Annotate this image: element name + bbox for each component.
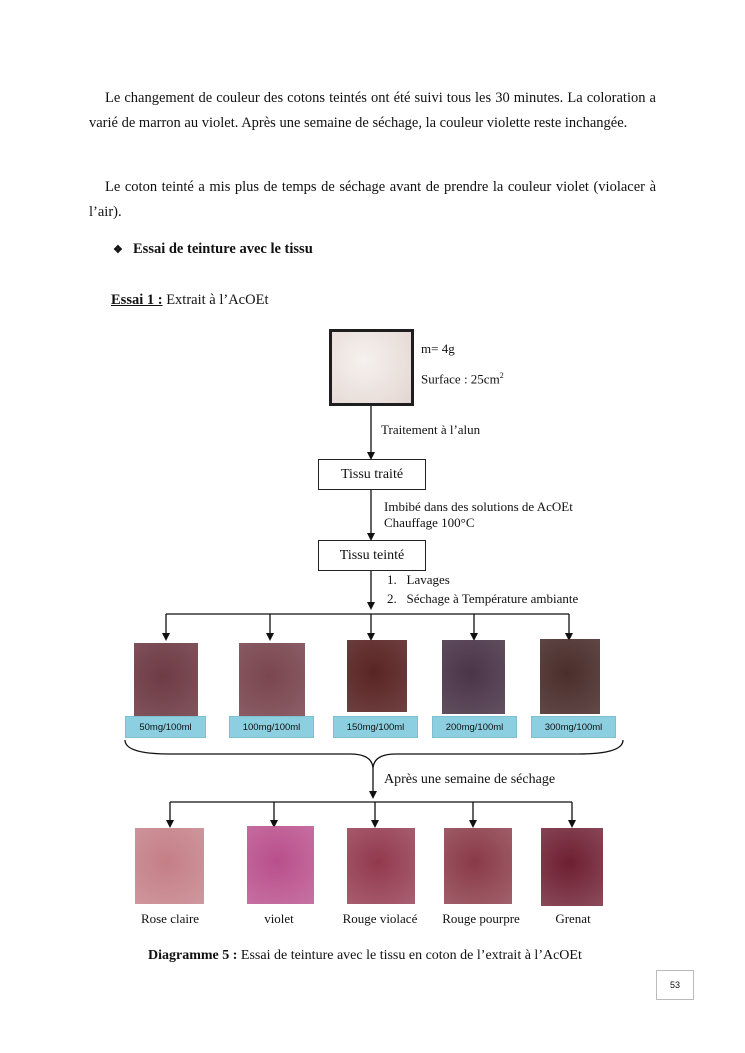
step-text: Séchage à Température ambiante (406, 591, 579, 606)
caption-label: Diagramme 5 : (148, 948, 238, 963)
initial-fabric-sample (329, 329, 414, 406)
dried-sample-4 (444, 828, 512, 904)
sample-mass: m= 4g (421, 341, 455, 356)
initial-fabric-swatch (332, 332, 411, 403)
step-number: 2. (387, 591, 397, 606)
curly-brace (124, 739, 624, 769)
dyed-sample-5 (540, 639, 600, 714)
result-color-1: Rose claire (140, 911, 200, 926)
dried-sample-5 (541, 828, 603, 906)
result-color-5: Grenat (555, 911, 591, 926)
sample-surface-exponent: 2 (499, 371, 504, 380)
section-title: Essai de teinture avec le tissu (133, 241, 313, 257)
dyed-sample-3 (347, 640, 407, 712)
caption-text: Essai de teinture avec le tissu en coton… (237, 948, 582, 963)
essai-label: Essai 1 : (111, 292, 163, 308)
dyed-sample-2 (239, 643, 305, 717)
concentration-label-2: 100mg/100ml (229, 716, 314, 738)
step-alum-treatment: Traitement à l’alun (381, 422, 481, 437)
box-treated-fabric: Tissu traité (318, 459, 426, 490)
paragraph-drying-time: Le coton teinté a mis plus de temps de s… (89, 179, 656, 220)
step-drying: 2. Séchage à Température ambiante (387, 591, 578, 607)
dried-sample-3 (347, 828, 415, 904)
dyed-sample-1 (134, 643, 198, 717)
paragraph-color-change: Le changement de couleur des cotons tein… (89, 90, 656, 131)
section-heading: ❖ Essai de teinture avec le tissu (113, 241, 313, 258)
dried-sample-2 (247, 826, 314, 904)
step-number: 1. (387, 572, 397, 587)
essai-text: Extrait à l’AcOEt (162, 292, 269, 308)
sample-surface: Surface : 25cm2 (421, 371, 504, 387)
concentration-label-5: 300mg/100ml (531, 716, 616, 738)
sample-surface-text: Surface : 25cm (421, 371, 500, 387)
diamond-bullet-icon: ❖ (113, 244, 123, 256)
step-washing: 1. Lavages (387, 572, 450, 588)
concentration-label-3: 150mg/100ml (333, 716, 418, 738)
diagram-caption: Diagramme 5 : Essai de teinture avec le … (148, 948, 582, 964)
concentration-label-1: 50mg/100ml (125, 716, 206, 738)
result-color-2: violet (264, 911, 294, 926)
step-heating: Chauffage 100°C (384, 515, 475, 530)
step-soak: Imbibé dans des solutions de AcOEt (384, 499, 573, 514)
essai-heading: Essai 1 : Extrait à l’AcOEt (111, 292, 268, 309)
step-text: Lavages (406, 572, 450, 587)
box-dyed-fabric: Tissu teinté (318, 540, 426, 571)
after-one-week-label: Après une semaine de séchage (384, 772, 556, 787)
result-color-4: Rouge pourpre (442, 911, 520, 926)
page-number: 53 (656, 970, 694, 1000)
dyed-sample-4 (442, 640, 505, 714)
dried-sample-1 (135, 828, 204, 904)
result-color-3: Rouge violacé (342, 911, 418, 926)
concentration-label-4: 200mg/100ml (432, 716, 517, 738)
